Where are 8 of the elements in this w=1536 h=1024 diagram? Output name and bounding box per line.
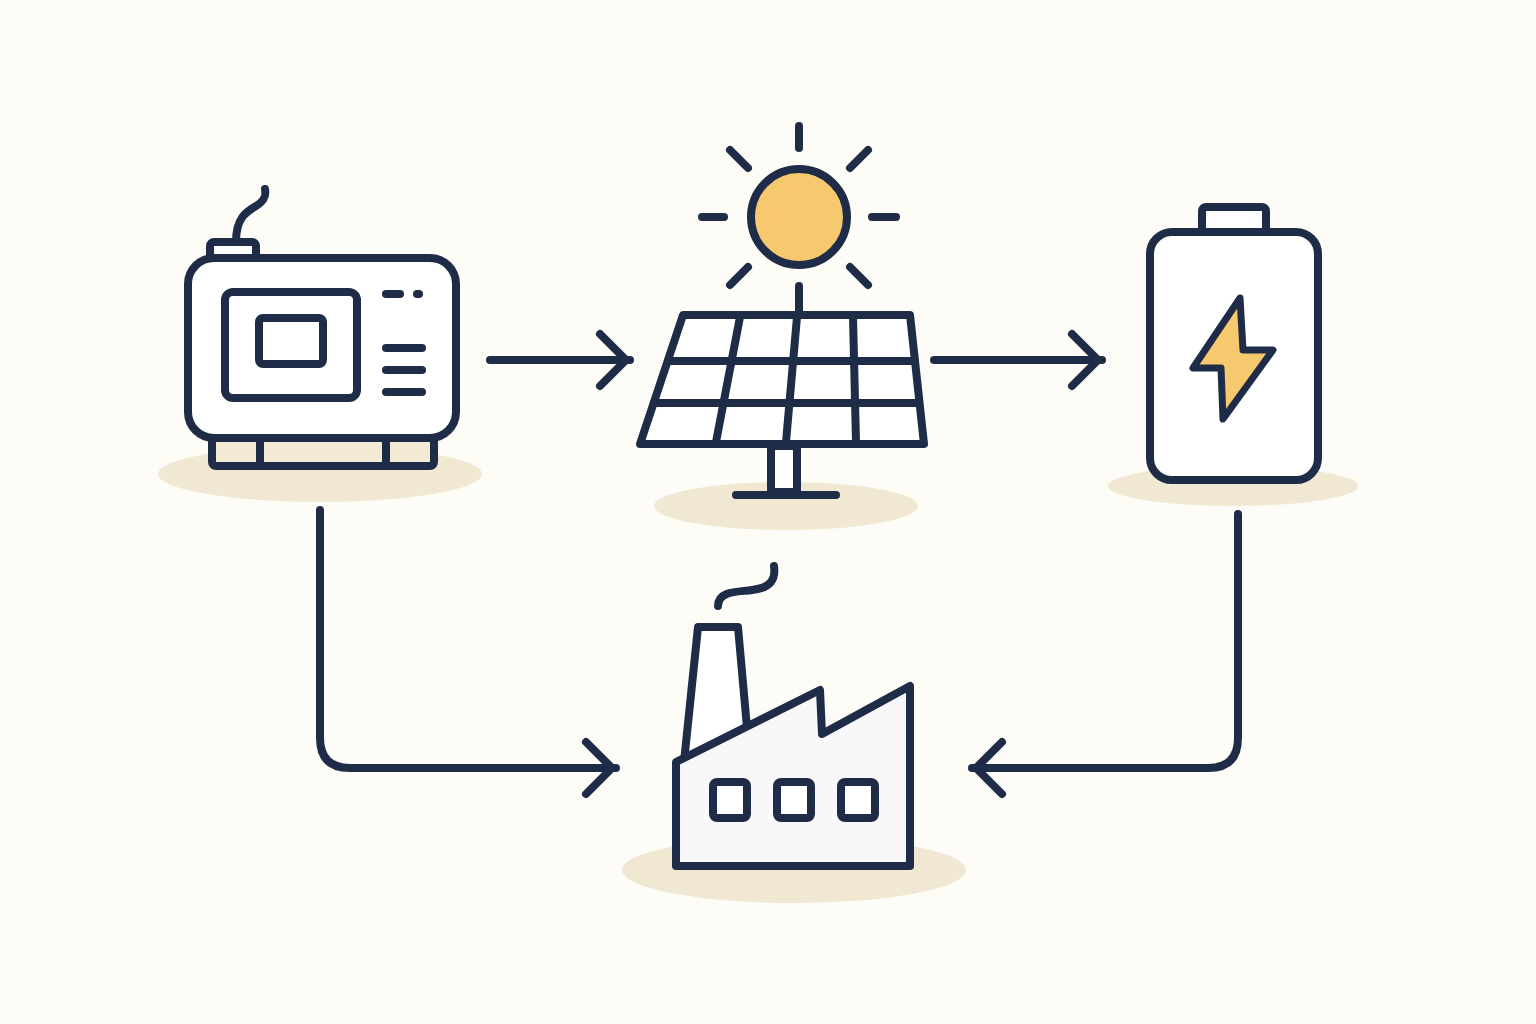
arrow — [930, 330, 1106, 390]
generator-illustration — [158, 184, 484, 504]
arrow — [316, 506, 620, 798]
solar-panel-illustration — [636, 122, 928, 530]
factory-illustration — [622, 562, 966, 903]
arrow — [486, 330, 634, 390]
battery-illustration — [1108, 203, 1360, 508]
arrow — [968, 510, 1242, 798]
